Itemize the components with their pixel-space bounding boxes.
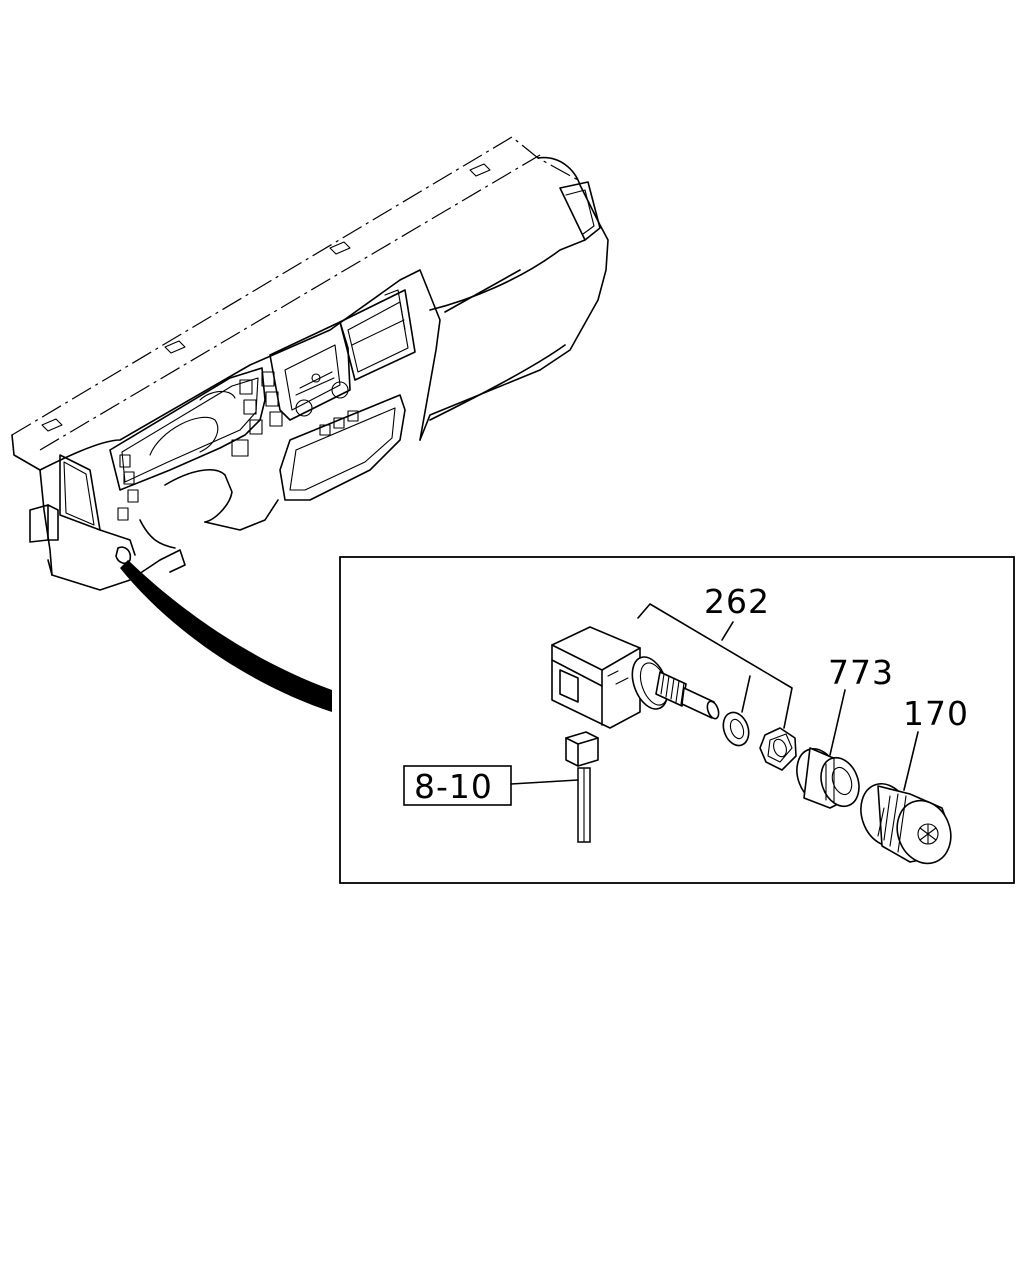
instrument-panel-drawing xyxy=(11,136,609,591)
leader-773 xyxy=(829,689,846,756)
hex-nut-drawing xyxy=(759,727,797,771)
leader-262 xyxy=(637,603,793,729)
bezel-nut-drawing xyxy=(796,747,860,809)
leader-wedge xyxy=(120,560,332,712)
switch-assembly-drawing xyxy=(551,626,720,729)
callout-8-10: 8-10 xyxy=(414,767,493,806)
knob-drawing xyxy=(860,783,952,865)
washer-drawing xyxy=(722,711,750,747)
callout-170: 170 xyxy=(903,694,969,733)
detail-frame xyxy=(339,556,1015,884)
callout-262: 262 xyxy=(704,582,770,621)
leader-8-10 xyxy=(510,779,579,785)
callout-box-8-10 xyxy=(403,765,512,806)
callout-773: 773 xyxy=(828,653,894,692)
leader-170 xyxy=(903,731,919,791)
connector-drawing xyxy=(565,731,599,843)
